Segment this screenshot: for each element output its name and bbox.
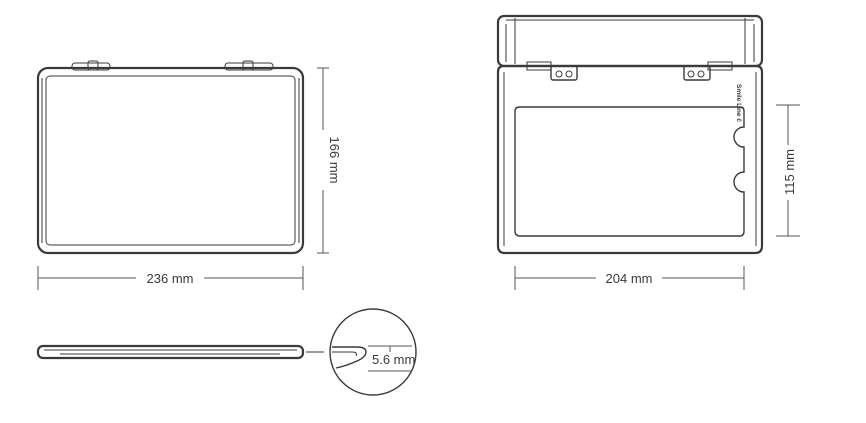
open-height-label: 115 mm — [782, 149, 797, 195]
open-case-right-hinge — [683, 61, 733, 81]
side-profile-outline — [36, 344, 305, 360]
closed-width-label: 236 mm — [147, 271, 194, 286]
closed-width-dimension: 236 mm — [37, 266, 304, 290]
open-case-left-hinge — [526, 61, 578, 81]
open-case-lid — [496, 14, 764, 68]
side-profile-view — [36, 344, 324, 360]
brand-label: Smile Line ĉ — [735, 84, 742, 122]
thickness-label: 5.6 mm — [372, 352, 415, 367]
open-case-base — [496, 64, 764, 255]
detail-circle — [329, 308, 417, 396]
open-height-dimension: 115 mm — [776, 104, 800, 237]
closed-case-outline — [36, 66, 305, 255]
closed-height-label: 166 mm — [327, 137, 342, 184]
right-top-hinge-clip — [242, 60, 254, 71]
open-width-dimension: 204 mm — [514, 266, 745, 290]
open-case-tray-cutout — [514, 106, 745, 237]
left-top-hinge-clip — [87, 60, 99, 71]
closed-case-front-view — [36, 60, 305, 255]
closed-case-inner-panel — [45, 75, 296, 246]
thickness-detail-callout: 5.6 mm — [329, 308, 417, 396]
open-width-label: 204 mm — [606, 271, 653, 286]
open-case-view: Smile Line ĉ — [496, 14, 764, 255]
closed-height-dimension: 166 mm — [317, 67, 342, 254]
